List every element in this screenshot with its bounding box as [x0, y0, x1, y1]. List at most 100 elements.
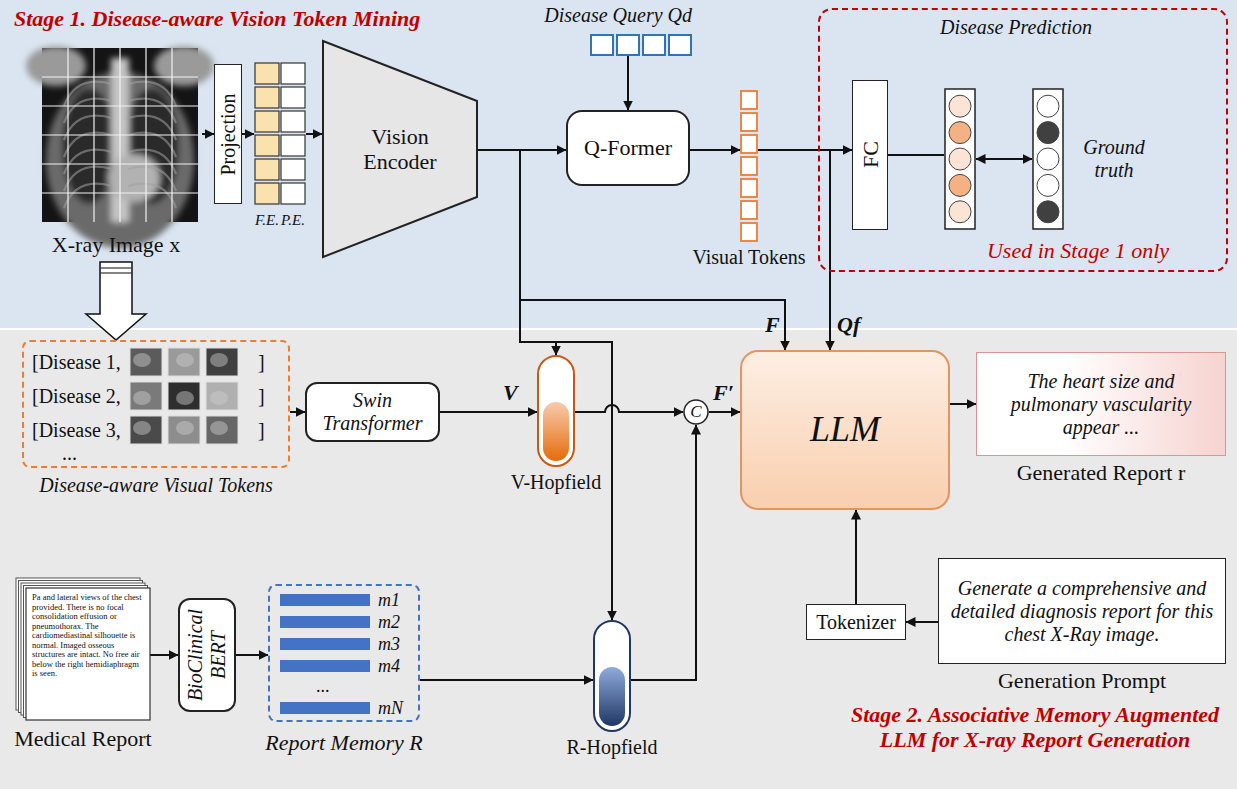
node-label: Ground truth — [1076, 136, 1152, 182]
prediction-column: Disease Prediction — [944, 88, 976, 230]
node-label: Disease Prediction — [940, 16, 1092, 39]
connector — [290, 411, 305, 413]
node-label: Pa and lateral views of the chest provid… — [32, 593, 144, 679]
connector — [906, 621, 938, 623]
token-columns: F.E.P.E. — [254, 62, 306, 206]
edge-label: V — [503, 380, 518, 405]
dashed-region: [Disease 1,][Disease 2,][Disease 3,]...D… — [22, 340, 290, 468]
arrow-stripe — [100, 272, 132, 273]
node-label: [Disease 3, — [32, 419, 121, 442]
connector — [242, 133, 254, 135]
node-label: ... — [62, 442, 77, 465]
llm-box: LLM — [740, 350, 950, 510]
node-label: Swin Transformer — [312, 389, 434, 435]
connector — [236, 654, 268, 656]
node-label: F.E. — [255, 212, 279, 229]
encoder-trapezoid: Vision Encoder — [322, 40, 478, 258]
node-label: C — [690, 402, 701, 422]
node-label: Generated Report r — [1017, 460, 1186, 485]
node-label: m1 — [378, 590, 400, 611]
node-label: ... — [316, 676, 330, 697]
node-label: P.E. — [281, 212, 305, 229]
node-label: ] — [258, 385, 265, 408]
rhop-art — [593, 620, 631, 732]
pred-art — [944, 88, 976, 230]
edge-label: F — [765, 312, 780, 337]
node-label: Used in Stage 1 only — [987, 238, 1169, 263]
vhop-art — [537, 355, 575, 467]
hopfield-memory: V-Hopfield — [537, 355, 575, 467]
connector — [855, 510, 857, 604]
process-box: BioClinical BERT — [178, 598, 236, 712]
token-column: Visual Tokens — [740, 90, 758, 244]
node-label: Disease Query Qd — [544, 4, 692, 27]
process-box: Swin Transformer — [305, 382, 440, 442]
label-column: Ground truth — [1032, 88, 1064, 230]
connector — [478, 150, 785, 350]
document-stack: Pa and lateral views of the chest provid… — [16, 578, 150, 720]
stage-title: Stage 1. Disease-aware Vision Token Mini… — [14, 6, 420, 31]
connector — [420, 679, 593, 681]
connector — [888, 154, 944, 156]
arrow-stripe — [100, 267, 132, 268]
node-label: Generation Prompt — [998, 668, 1166, 693]
stage-band: Stage 1. Disease-aware Vision Token Mini… — [0, 0, 1237, 328]
connector — [758, 150, 830, 350]
node-label: [Disease 1, — [32, 351, 121, 374]
node-label: Generate a comprehensive and detailed di… — [949, 577, 1215, 646]
stage-title: Stage 2. Associative Memory Augmented LL… — [840, 702, 1230, 753]
connector — [202, 133, 214, 135]
process-box: Projection — [214, 64, 242, 204]
process-box: Q-Former — [566, 110, 690, 186]
node-label: [Disease 2, — [32, 385, 121, 408]
node-label: Q-Former — [584, 135, 672, 160]
connector — [478, 150, 612, 620]
connector — [478, 150, 556, 355]
dashed-region: Used in Stage 1 only FC Disease Prediction… — [818, 8, 1228, 272]
node-label: LLM — [810, 409, 880, 450]
process-box: FC — [852, 80, 888, 230]
connector — [627, 56, 629, 110]
process-box: Tokenizer — [806, 604, 906, 640]
prompt-box: Generate a comprehensive and detailed di… — [938, 558, 1226, 664]
node-label: Projection — [217, 93, 240, 175]
patch-art — [254, 62, 306, 206]
node-label: ] — [258, 419, 265, 442]
node-label: BioClinical BERT — [184, 602, 230, 708]
connector — [709, 411, 740, 413]
node-label: FC — [857, 142, 882, 169]
node-label: m4 — [378, 656, 400, 677]
xray-image: X-ray Image x — [30, 46, 202, 262]
node-label: Medical Report — [14, 726, 151, 751]
connector — [306, 133, 322, 135]
node-label: m2 — [378, 612, 400, 633]
node-label: The heart size and pulmonary vascularity… — [985, 370, 1217, 439]
query-art — [590, 34, 692, 56]
node-label: Vision Encoder — [345, 124, 455, 175]
edge-label: F′ — [713, 380, 734, 405]
node-label: Report Memory R — [265, 730, 423, 755]
node-label: V-Hopfield — [511, 471, 601, 494]
connector — [631, 425, 696, 680]
report-box: The heart size and pulmonary vascularity… — [976, 352, 1226, 456]
connector — [440, 411, 537, 413]
node-label: mN — [378, 698, 403, 719]
hopfield-memory: R-Hopfield — [593, 620, 631, 732]
connector — [950, 403, 976, 405]
node-label: Disease-aware Visual Tokens — [39, 474, 273, 497]
connector — [575, 405, 683, 412]
node-label: m3 — [378, 634, 400, 655]
dashed-region: m1m2m3m4...mNReport Memory R — [268, 584, 420, 722]
node-label: R-Hopfield — [566, 736, 657, 759]
xray-art — [30, 46, 202, 262]
connector — [150, 654, 178, 656]
node-label: Visual Tokens — [692, 246, 805, 269]
connector — [690, 149, 740, 151]
node-label: Tokenizer — [816, 611, 896, 634]
edge-label: Qf — [837, 312, 860, 337]
block-arrow — [86, 262, 146, 340]
vtok-art — [740, 90, 758, 244]
query-tokens: Disease Query Qd — [590, 34, 692, 56]
gt-art — [1032, 88, 1064, 230]
connector — [976, 158, 1032, 160]
